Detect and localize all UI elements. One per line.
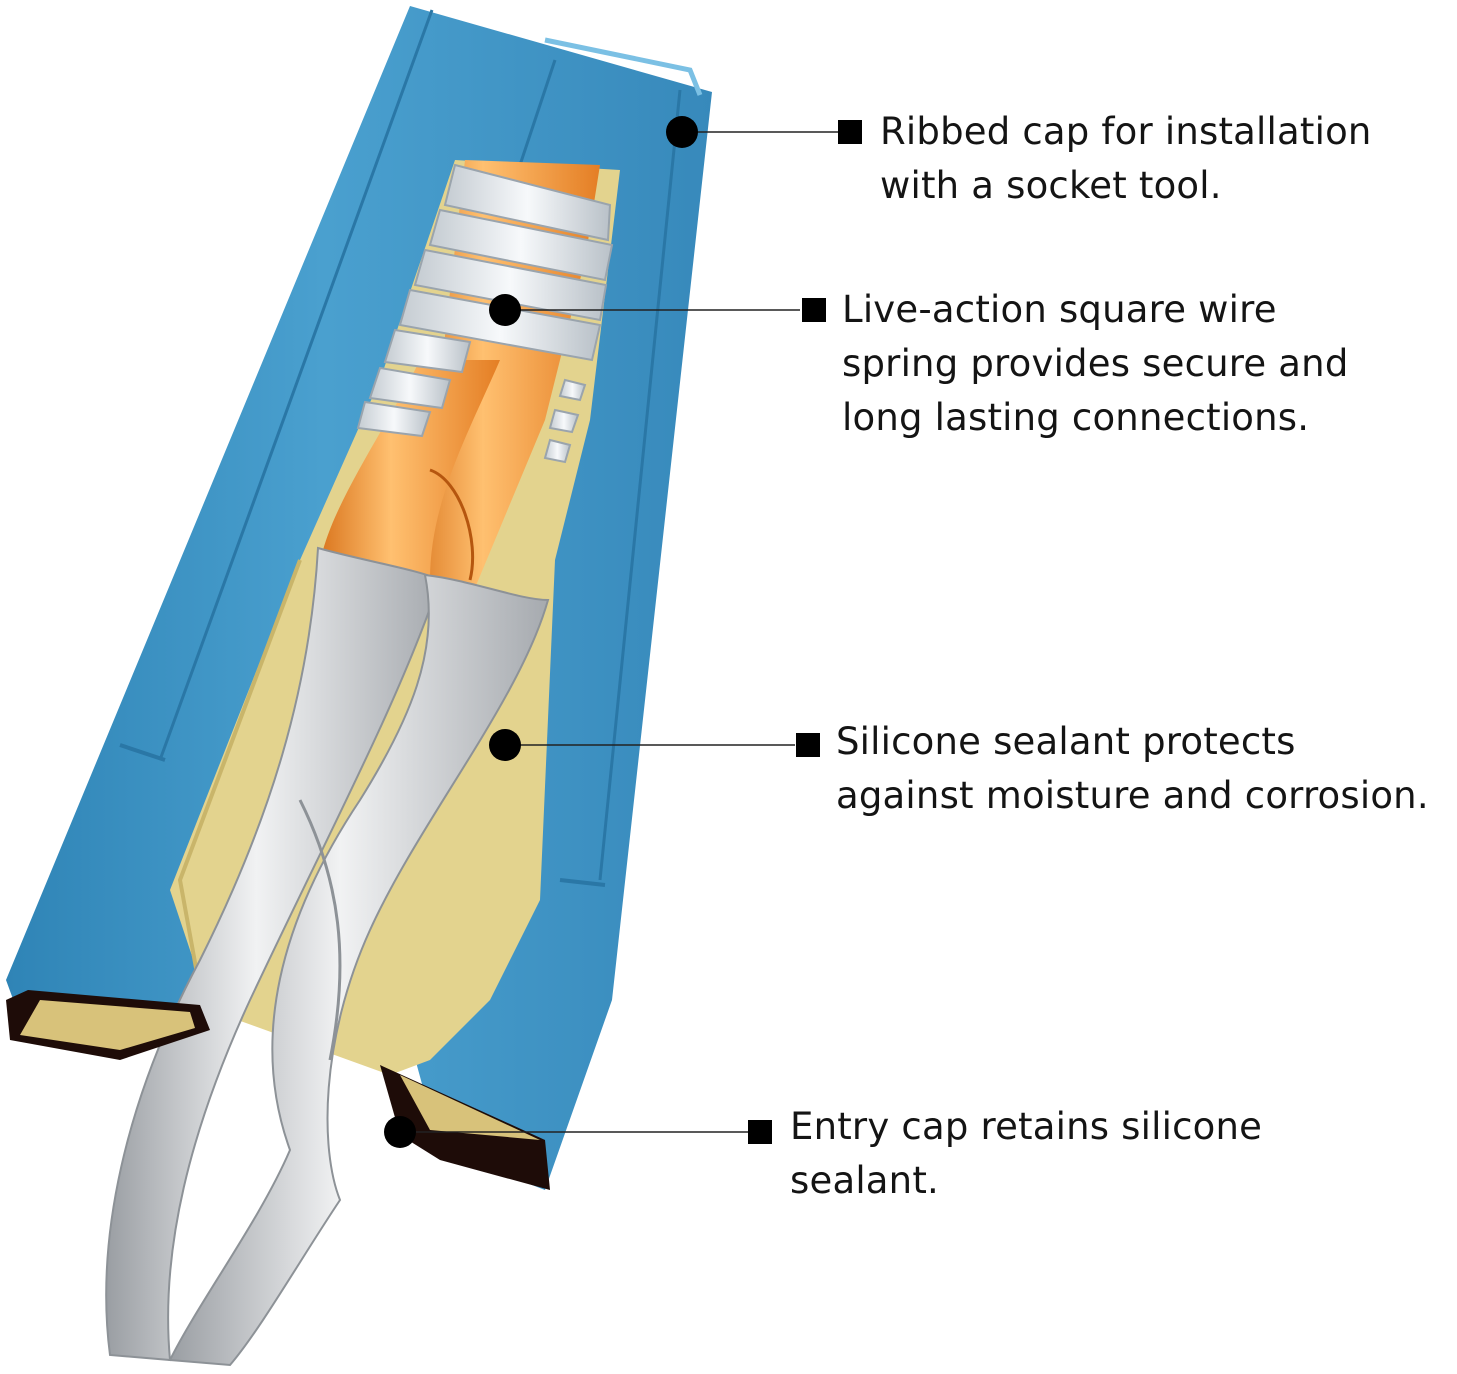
callout-entry-cap-line-2: sealant. [790, 1154, 1262, 1208]
callout-sealant-line-1: Silicone sealant protects [836, 715, 1429, 769]
callout-markers [748, 120, 862, 1144]
callout-sealant-line-2: against moisture and corrosion. [836, 769, 1429, 823]
square-marker-entry-cap [748, 1120, 772, 1144]
callout-ribbed-cap-line-1: Ribbed cap for installation [880, 105, 1372, 159]
callout-ribbed-cap: Ribbed cap for installation with a socke… [880, 105, 1372, 213]
callout-dot-sealant [489, 729, 521, 761]
callout-spring-line-2: spring provides secure and [842, 337, 1349, 391]
callout-dot-spring [489, 294, 521, 326]
square-marker-sealant [796, 733, 820, 757]
square-marker-ribbed-cap [838, 120, 862, 144]
square-marker-spring [802, 298, 826, 322]
callout-spring-line-3: long lasting connections. [842, 391, 1349, 445]
callout-dot-ribbed-cap [666, 116, 698, 148]
callout-spring: Live-action square wire spring provides … [842, 283, 1349, 445]
callout-dot-entry-cap [384, 1116, 416, 1148]
callout-entry-cap-line-1: Entry cap retains silicone [790, 1100, 1262, 1154]
callout-sealant: Silicone sealant protects against moistu… [836, 715, 1429, 823]
callout-spring-line-1: Live-action square wire [842, 283, 1349, 337]
callout-entry-cap: Entry cap retains silicone sealant. [790, 1100, 1262, 1208]
callout-ribbed-cap-line-2: with a socket tool. [880, 159, 1372, 213]
